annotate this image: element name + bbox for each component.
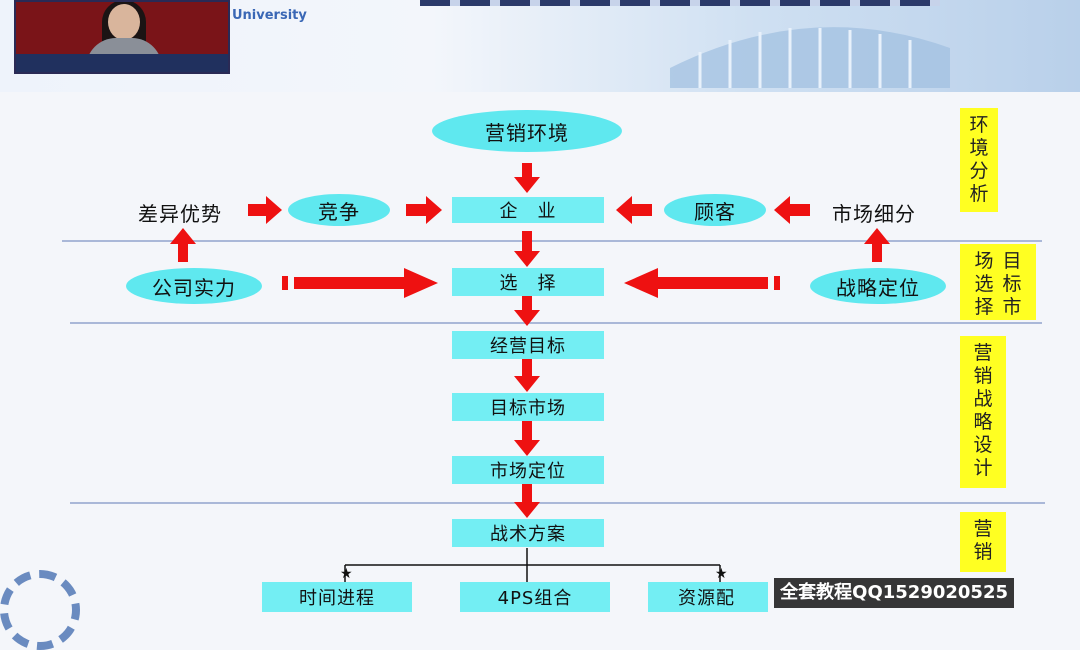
svg-text:★: ★ [715, 566, 728, 582]
side-label-strategy-design-text: 营销战略设计 [973, 342, 993, 479]
arrow-tail-right [774, 276, 780, 290]
arrow-down-3 [514, 296, 540, 326]
node-4ps-mix: 4PS组合 [460, 582, 610, 612]
arrow-down-2 [514, 231, 540, 267]
node-market-positioning: 市场定位 [452, 456, 604, 484]
arrow-down-5 [514, 420, 540, 456]
side-label-strategy-design: 营销战略设计 [960, 336, 1006, 488]
node-differentiation: 差异优势 [138, 202, 222, 226]
arrow-left-1 [616, 196, 652, 224]
arrow-down-6 [514, 484, 540, 518]
title-strip [420, 0, 940, 6]
watermark-banner: 全套教程QQ1529020525 [774, 578, 1014, 608]
node-business-goal: 经营目标 [452, 331, 604, 359]
separator-line-1 [62, 240, 1042, 242]
arrow-down-4 [514, 358, 540, 392]
node-competition: 竞争 [288, 194, 390, 226]
arrow-right-2 [406, 196, 442, 224]
node-strategic-positioning: 战略定位 [810, 268, 946, 304]
node-timeline: 时间进程 [262, 582, 412, 612]
arrow-down-1 [514, 163, 540, 193]
node-tactical-plan: 战术方案 [452, 519, 604, 547]
node-market-segmentation: 市场细分 [832, 202, 916, 226]
speaker-face [108, 4, 140, 40]
side-label-target-market-selection: 场选择 目标市 [960, 244, 1036, 320]
lectern [16, 54, 228, 72]
arrow-up-1 [170, 228, 196, 262]
node-enterprise: 企 业 [452, 197, 604, 223]
node-selection: 选 择 [452, 268, 604, 296]
gear-icon [0, 570, 80, 650]
side-label-environment-analysis-text: 环境分析 [969, 114, 989, 205]
building-graphic [670, 27, 950, 88]
separator-line-2 [70, 322, 1042, 324]
node-target-market: 目标市场 [452, 393, 604, 421]
svg-text:★: ★ [340, 566, 353, 582]
arrow-right-long [294, 268, 438, 298]
node-company-strength: 公司实力 [126, 268, 262, 304]
arrow-right-1 [248, 196, 282, 224]
arrow-up-2 [864, 228, 890, 262]
side-label-tms-col1: 场选择 [974, 250, 994, 318]
arrow-tail-left [282, 276, 288, 290]
node-marketing-environment: 营销环境 [432, 110, 622, 152]
side-label-marketing: 营销 [960, 512, 1006, 572]
node-customer: 顾客 [664, 194, 766, 226]
arrow-left-long [624, 268, 768, 298]
university-label: University [232, 8, 307, 23]
side-label-environment-analysis: 环境分析 [960, 108, 998, 212]
separator-line-3 [70, 502, 1045, 504]
speaker-video [14, 0, 230, 74]
arrow-left-2 [774, 196, 810, 224]
flow-arrows: ★ ★ [170, 163, 890, 582]
side-label-tms-col2: 目标市 [1002, 250, 1022, 318]
node-resource-allocation: 资源配 [648, 582, 768, 612]
side-label-marketing-text: 营销 [973, 518, 993, 563]
